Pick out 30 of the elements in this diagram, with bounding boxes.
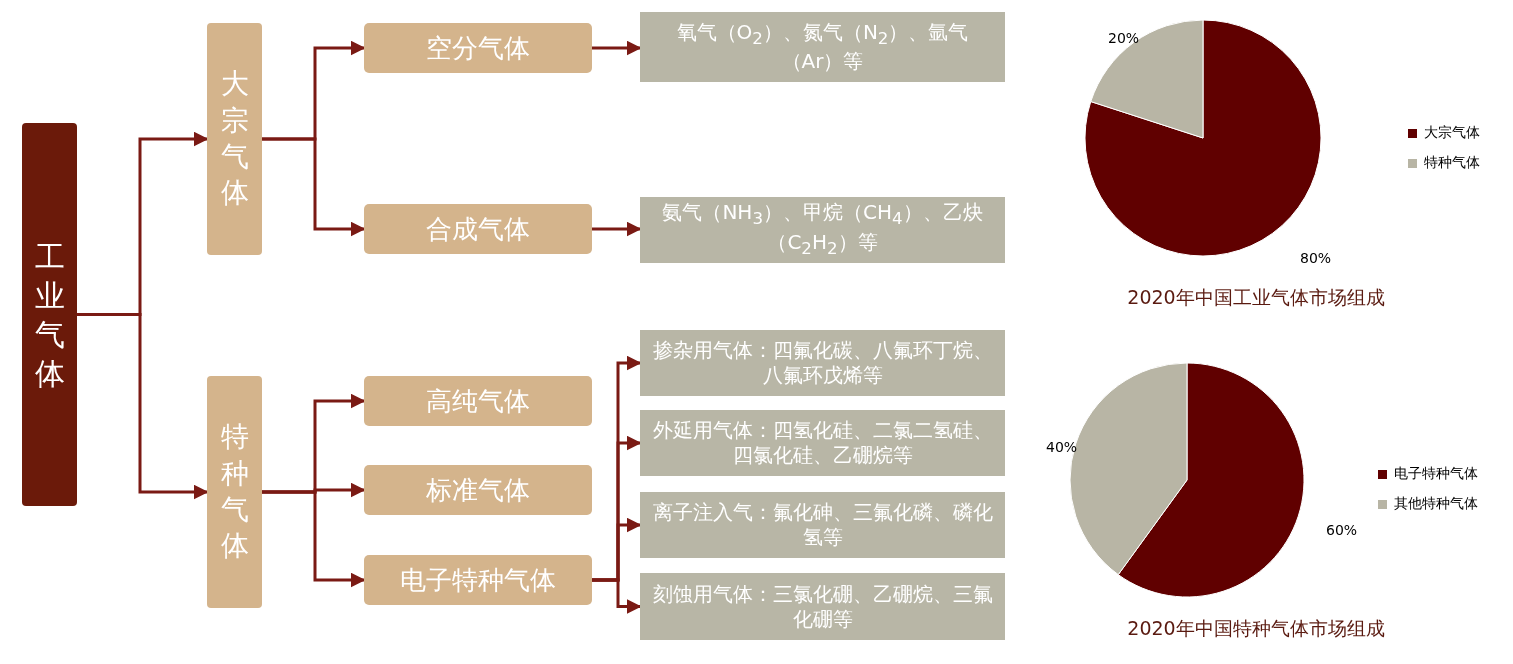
main-category-box: 工业气体 <box>22 123 77 506</box>
arrow <box>77 313 209 500</box>
gas-list-box: 外延用气体：四氢化硅、二氯二氢硅、四氯化硅、乙硼烷等 <box>640 410 1005 476</box>
legend-label: 特种气体 <box>1424 154 1480 172</box>
chart-title: 2020年中国工业气体市场组成 <box>1127 285 1385 310</box>
subcategory-box: 合成气体 <box>364 204 592 254</box>
gas-list-box: 刻蚀用气体：三氯化硼、乙硼烷、三氟化硼等 <box>640 573 1005 640</box>
arrow <box>592 221 642 237</box>
gas-list-box: 掺杂用气体：四氟化碳、八氟环丁烷、八氟环戊烯等 <box>640 330 1005 396</box>
chart-title: 2020年中国特种气体市场组成 <box>1127 616 1385 641</box>
data-label: 40% <box>1046 439 1078 455</box>
arrow <box>592 578 642 614</box>
gas-list-box: 氧气（O$_{2}$）、氮气（N$_{2}$）、氩气（Ar）等 <box>640 12 1005 82</box>
gas-list-box: 离子注入气：氟化砷、三氟化磷、磷化氢等 <box>640 492 1005 558</box>
legend-label: 电子特种气体 <box>1394 465 1478 483</box>
arrow <box>262 490 366 588</box>
subcategory-box: 标准气体 <box>364 465 592 515</box>
subcategory-box: 高纯气体 <box>364 376 592 426</box>
arrow <box>262 137 366 237</box>
subcategory-box: 电子特种气体 <box>364 555 592 605</box>
legend-label: 大宗气体 <box>1424 124 1480 142</box>
category-box: 特种气体 <box>207 376 262 608</box>
subcategory-box: 空分气体 <box>364 23 592 73</box>
data-label: 60% <box>1326 522 1358 538</box>
gas-list-box: 氨气（NH$_{3}$）、甲烷（CH$_{4}$）、乙炔（C$_{2}$H$_{2}$）等 <box>640 197 1005 263</box>
data-label: 80% <box>1300 250 1332 266</box>
category-box: 大宗气体 <box>207 23 262 255</box>
arrow <box>592 40 642 56</box>
data-label: 20% <box>1108 30 1140 46</box>
legend-label: 其他特种气体 <box>1394 495 1478 513</box>
